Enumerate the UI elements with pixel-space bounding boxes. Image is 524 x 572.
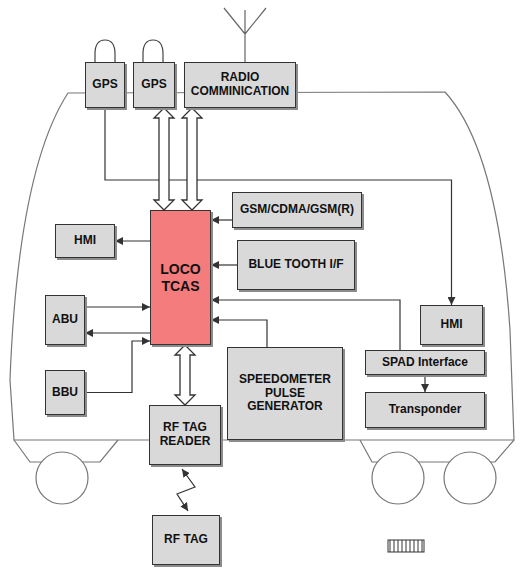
bus-arrow [154,108,174,210]
wheel [372,452,424,504]
hmi-box: HMI [420,305,483,345]
box-label: GSM/CDMA/GSM(R) [240,203,354,217]
wheel [444,452,496,504]
tcas-unit: LOCO TCAS [150,210,211,345]
box-label: Transponder [389,403,462,417]
bus-arrow [175,345,195,405]
signal-line [211,300,400,350]
speedometer-box: SPEEDOMETER PULSE GENERATOR [227,347,343,440]
box-label: SPAD Interface [382,356,468,370]
abu-box: ABU [45,295,85,345]
gsm-box: GSM/CDMA/GSM(R) [232,192,362,228]
signal-line [211,320,267,347]
signal-line [424,375,425,392]
gps-box: GPS [85,62,125,108]
signal-line [85,341,150,393]
bbu-box: BBU [45,370,85,415]
box-label: HMI [441,318,463,332]
loco-body-outline [10,92,514,440]
gps-dome [143,40,163,62]
box-label: RADIO COMMINICATION [185,71,295,99]
signal-line [211,264,237,265]
box-label: LOCO TCAS [151,261,210,293]
radio-box: RADIO COMMINICATION [184,62,296,108]
wheel [36,452,88,504]
signal-line [211,219,232,220]
bluetooth-box: BLUE TOOTH I/F [237,240,355,290]
antenna [224,8,266,62]
gps-dome [95,40,115,62]
box-label: BLUE TOOTH I/F [248,258,343,272]
box-label: RF TAG READER [150,421,220,449]
track-balise-symbol [388,540,424,552]
signal-line [85,306,150,307]
bogie-frame [14,440,514,462]
hmi-box: HMI [55,224,115,258]
box-label: BBU [52,386,78,400]
spad-box: SPAD Interface [365,350,485,375]
gps-box: GPS [133,62,175,108]
box-label: HMI [74,234,96,248]
signal-line [85,332,150,333]
box-label: GPS [92,78,117,92]
signal-line [115,240,150,241]
rf-tag-box: RF TAG [152,515,220,565]
box-label: GPS [141,78,166,92]
box-label: ABU [52,313,78,327]
box-label: SPEEDOMETER PULSE GENERATOR [228,373,342,414]
box-label: RF TAG [164,533,208,547]
rf-reader-box: RF TAG READER [149,405,221,465]
bus-arrow [182,108,202,210]
signal-line [177,469,195,511]
transponder-box: Transponder [365,392,485,428]
